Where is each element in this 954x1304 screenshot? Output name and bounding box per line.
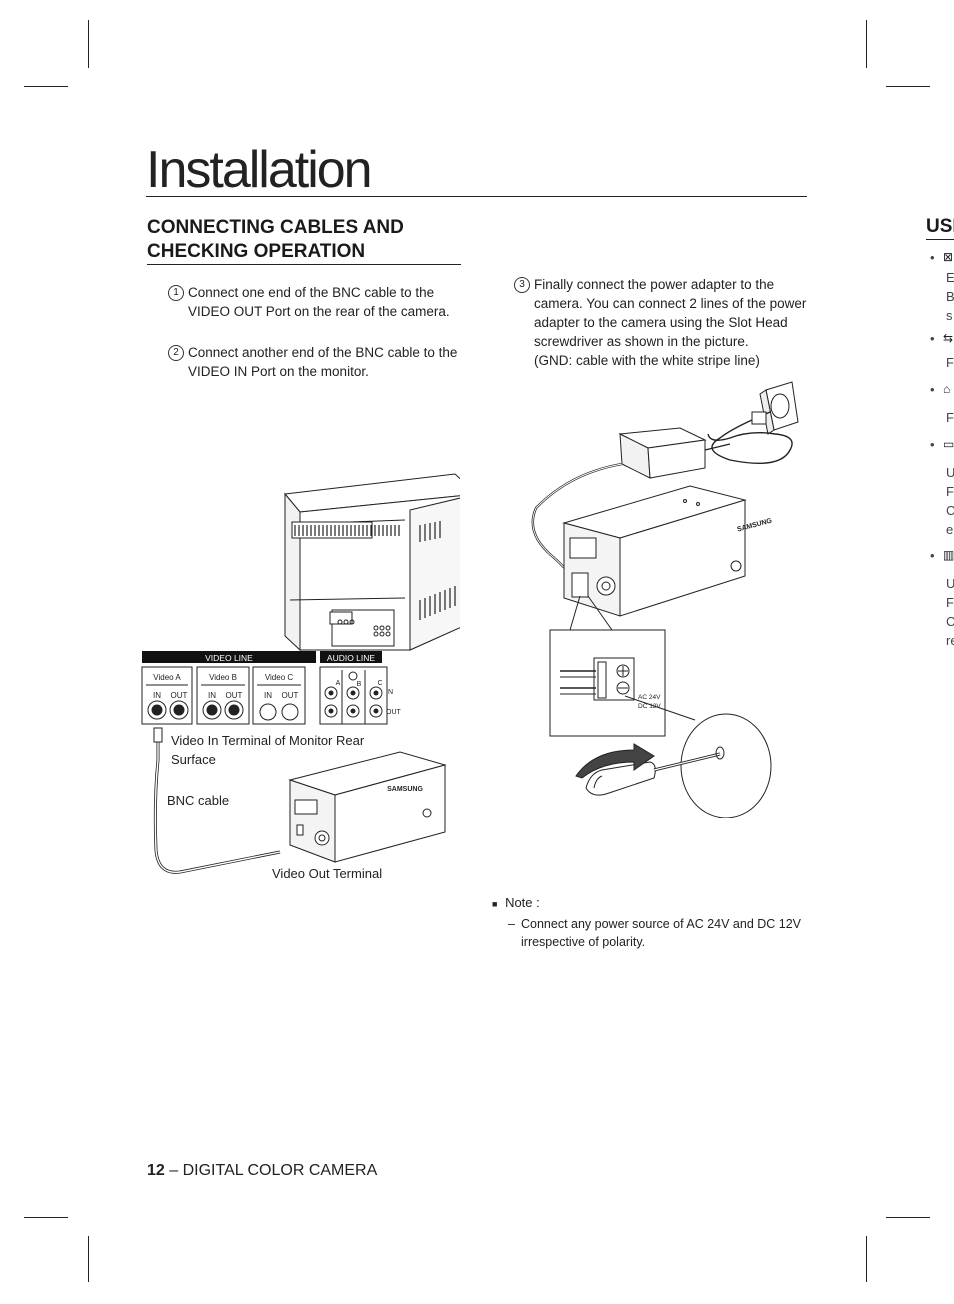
side-fragment: C [946, 614, 954, 629]
page-title: Installation [146, 141, 373, 199]
window-icon: ▭ [943, 437, 954, 451]
side-fragment: C [946, 503, 954, 518]
camera-brand-label: SAMSUNG [387, 786, 423, 793]
note-label: Note [505, 895, 533, 910]
side-fragment: s [946, 308, 953, 323]
trash-icon: ▥ [943, 548, 954, 562]
step-line: camera. You can connect 2 lines of the p… [534, 296, 807, 311]
crop-mark [88, 20, 89, 68]
audio-channel-a: A [336, 680, 341, 687]
video-group-a-label: Video A [153, 673, 181, 682]
section-rule [147, 264, 461, 265]
side-bullet: • [930, 250, 935, 265]
title-rule [146, 196, 807, 197]
step-line: screwdriver as shown in the picture. [534, 334, 749, 349]
side-fragment: e [946, 522, 954, 537]
crop-mark [886, 1217, 930, 1218]
audio-channel-b: B [357, 681, 362, 688]
step-line: VIDEO IN Port on the monitor. [188, 364, 369, 379]
out-label: OUT [226, 691, 243, 700]
caption-line: Video In Terminal of Monitor Rear [171, 733, 365, 748]
crop-mark [24, 1217, 68, 1218]
note-text: Connect any power source of AC 24V and D… [521, 915, 808, 951]
caption-line: Surface [171, 752, 216, 767]
side-fragment: F [946, 484, 954, 499]
side-bullet: • [930, 382, 935, 397]
crop-mark [866, 20, 867, 68]
side-heading: USI [926, 216, 954, 237]
in-label: IN [264, 691, 272, 700]
step-3: 3 Finally connect the power adapter to t… [514, 277, 814, 377]
note-heading: ■ Note : [492, 893, 540, 914]
side-fragment: F [946, 355, 954, 370]
note-line: irrespective of polarity. [521, 935, 646, 949]
crop-mark [24, 86, 68, 87]
out-label: OUT [171, 691, 188, 700]
monitor-illustration [284, 473, 460, 652]
page-footer: 12 – DIGITAL COLOR CAMERA [147, 1162, 377, 1180]
video-line-label: VIDEO LINE [205, 653, 253, 663]
note-colon: : [532, 895, 540, 910]
side-rule [926, 239, 954, 240]
note-line: Connect any power source of AC 24V and D… [521, 917, 802, 931]
step-line: (GND: cable with the white stripe line) [534, 353, 760, 368]
footer-text: – DIGITAL COLOR CAMERA [164, 1162, 378, 1179]
terminal-label-ac: AC 24V [638, 694, 661, 701]
step-number: 2 [168, 345, 184, 361]
audio-channel-c: C [377, 680, 382, 687]
video-group-c-label: Video C [265, 673, 294, 682]
step-text: Connect one end of the BNC cable to the … [188, 283, 450, 321]
crop-mark [866, 1236, 867, 1282]
camera-illustration [288, 751, 447, 863]
step-line: VIDEO OUT Port on the rear of the camera… [188, 304, 450, 319]
step-line: Connect another end of the BNC cable to … [188, 345, 458, 360]
terminal-label-dc: DC 12V [638, 703, 661, 710]
audio-in-label: IN [386, 689, 393, 696]
monitor-connection-diagram: VIDEO LINE AUDIO LINE Video A Video B Vi… [141, 473, 460, 874]
step-line: Finally connect the power adapter to the [534, 277, 775, 292]
audio-out-label: OUT [386, 709, 402, 716]
side-fragment: U [946, 576, 954, 591]
side-bullet: • [930, 548, 935, 563]
side-bullet: • [930, 437, 935, 452]
out-label: OUT [282, 691, 299, 700]
step-line: adapter to the camera using the Slot Hea… [534, 315, 788, 330]
checkbox-icon: ⊠ [943, 250, 954, 264]
return-icon: ⇆ [943, 331, 954, 345]
step-number: 1 [168, 285, 184, 301]
step-text: Finally connect the power adapter to the… [534, 275, 806, 370]
caption-video-out-terminal: Video Out Terminal [272, 866, 383, 881]
power-adapter-diagram: SAMSUNG AC 24V DC 12V [531, 381, 799, 818]
step-1: 1 Connect one end of the BNC cable to th… [168, 285, 468, 325]
side-fragment: re [946, 633, 954, 648]
in-label: IN [208, 691, 216, 700]
note-body: – Connect any power source of AC 24V and… [508, 915, 808, 951]
side-fragment: F [946, 410, 954, 425]
side-fragment: B [946, 289, 954, 304]
home-icon: ⌂ [943, 382, 951, 396]
crop-mark [886, 86, 930, 87]
audio-line-label: AUDIO LINE [327, 653, 376, 663]
camera-illustration [562, 485, 747, 617]
side-bullet: • [930, 331, 935, 346]
step-2: 2 Connect another end of the BNC cable t… [168, 345, 468, 385]
step-text: Connect another end of the BNC cable to … [188, 343, 457, 381]
video-group-b-label: Video B [209, 673, 237, 682]
step-line: Connect one end of the BNC cable to the [188, 285, 435, 300]
crop-mark [88, 1236, 89, 1282]
side-fragment: U [946, 465, 954, 480]
note-dash: – [508, 917, 515, 931]
caption-monitor-terminal: Video In Terminal of Monitor Rear Surfac… [171, 731, 371, 769]
in-label: IN [153, 691, 161, 700]
side-fragment: E [946, 270, 954, 285]
note-bullet: ■ [492, 899, 498, 909]
page-number: 12 [147, 1162, 165, 1179]
section-heading: CONNECTING CABLES AND CHECKING OPERATION [147, 217, 404, 262]
step-number: 3 [514, 277, 530, 293]
caption-bnc-cable: BNC cable [167, 793, 230, 808]
side-fragment: F [946, 595, 954, 610]
